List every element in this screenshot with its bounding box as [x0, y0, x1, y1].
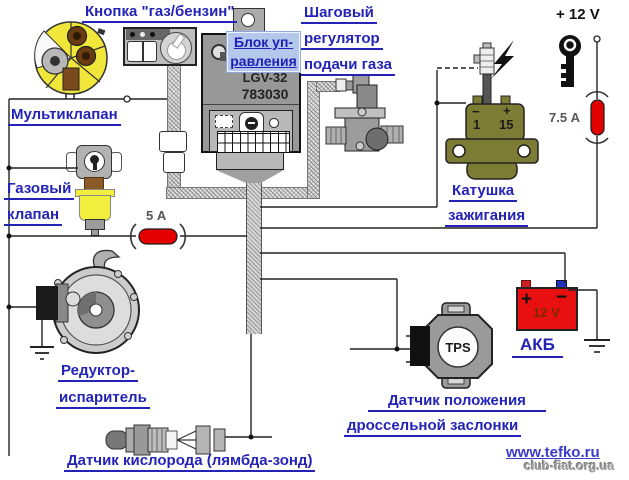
pin-connector-icon [217, 131, 290, 153]
label-coil-line2[interactable]: зажигания [445, 207, 529, 228]
label-fuse-7-5a: 7.5 А [549, 110, 581, 125]
lambda-sensor-icon [105, 424, 226, 456]
harness-bottom-run [166, 187, 320, 199]
multivalve-icon [34, 21, 108, 95]
tps-badge: TPS [445, 340, 471, 355]
key-icon [559, 35, 581, 87]
fuse-5a-icon [129, 223, 187, 250]
label-fuse-5a: 5 А [146, 208, 167, 223]
spark-plug-icon [473, 42, 495, 106]
battery-minus-sign: − [556, 287, 568, 308]
battery-voltage: 12 V [533, 305, 560, 320]
label-multivalve[interactable]: Мультиклапан [8, 106, 121, 127]
lightning-icon [491, 40, 514, 79]
indicator-knob-icon [160, 32, 192, 64]
rocker-switch-icon[interactable] [127, 41, 157, 62]
fuse-7-5a-icon [585, 90, 609, 145]
control-unit-tab-hole-icon [241, 13, 255, 27]
reducer-icon [36, 249, 140, 354]
inline-connector-icon [163, 152, 185, 173]
ground-icon [584, 339, 610, 353]
harness-top-run [316, 81, 340, 92]
label-gas-valve-line2[interactable]: клапан [4, 206, 63, 227]
dip-switch-icon [215, 115, 233, 128]
led-icon [269, 118, 279, 128]
label-tps-line2[interactable]: дроссельной заслонки [344, 417, 522, 438]
watermark-overlay: club-fiat.org.ua [524, 459, 615, 473]
battery-plus-sign: + [521, 289, 533, 310]
label-lambda[interactable]: Датчик кислорода (лямбда-зонд) [64, 452, 316, 473]
coil-icon [445, 95, 539, 180]
control-unit-label-line1: Блок уп- [233, 34, 294, 50]
trim-pot-slot-icon [248, 122, 255, 124]
label-reducer-line2[interactable]: испаритель [56, 389, 150, 410]
control-unit-divider [203, 104, 299, 105]
label-coil-line1[interactable]: Катушка [449, 182, 518, 203]
gear-icon [211, 44, 228, 61]
inline-connector-icon [159, 131, 187, 152]
control-unit-model: LGV-32 [242, 70, 288, 85]
gas-valve-stub-icon [91, 229, 99, 236]
label-plus-12v: + 12 V [556, 6, 600, 23]
label-reducer-line1[interactable]: Редуктор- [58, 362, 138, 383]
gas-valve-filter-icon [79, 195, 111, 221]
label-stepper-line1[interactable]: Шаговый [301, 4, 377, 25]
battery-icon [516, 287, 578, 331]
control-unit-label-line2: равления [230, 53, 297, 69]
coil-terminal-1: 1 [473, 117, 481, 132]
harness-right-riser [307, 81, 320, 199]
control-unit-serial: 783030 [241, 86, 289, 102]
label-battery[interactable]: АКБ [512, 335, 563, 358]
gas-valve-coil-face-icon [84, 151, 105, 172]
label-stepper-line2[interactable]: регулятор [301, 30, 383, 51]
watermark-site[interactable]: www.tefko.ru [506, 444, 600, 461]
coil-plus-mark: + [503, 103, 511, 118]
ground-icon [30, 346, 54, 360]
coil-terminal-15: 15 [499, 117, 514, 132]
main-harness-cable-icon [246, 181, 262, 334]
label-gas-valve-line1[interactable]: Газовый [4, 180, 75, 201]
label-tps-line1[interactable]: Датчик положения [368, 392, 546, 413]
cable-funnel-taper-icon [216, 170, 284, 183]
label-stepper-line3[interactable]: подачи газа [301, 56, 395, 77]
label-gas-petrol-button[interactable]: Кнопка "газ/бензин" [82, 3, 238, 24]
switch-header [126, 29, 170, 40]
cable-funnel-icon [216, 152, 284, 170]
control-unit-label-highlight[interactable]: Блок уп- равления [227, 32, 300, 72]
